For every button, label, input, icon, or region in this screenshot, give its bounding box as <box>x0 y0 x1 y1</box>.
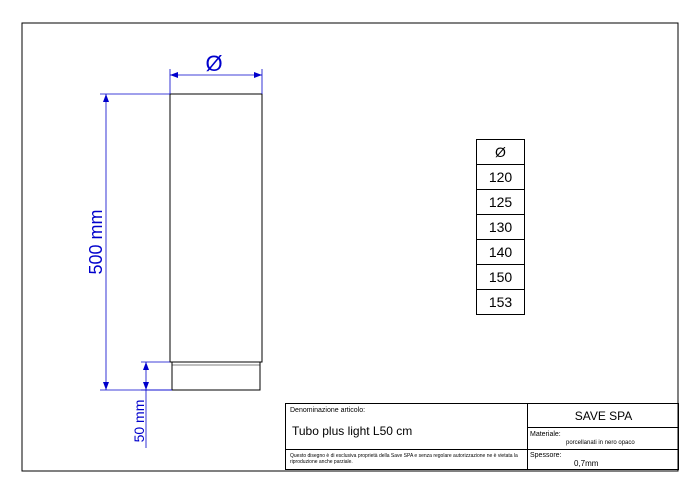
thickness-cell: Spessore: 0,7mm <box>528 450 679 470</box>
diameter-dimension: Ø <box>169 51 263 94</box>
collar-dimension: 50 mm <box>131 361 172 448</box>
collar-dimension-label: 50 mm <box>131 400 147 443</box>
company-cell: SAVE SPA <box>528 404 679 428</box>
company-name: SAVE SPA <box>574 409 633 423</box>
drawing-frame <box>21 22 679 472</box>
notice-cell: Questo disegno è di esclusiva proprietà … <box>286 450 528 470</box>
length-dimension: 500 mm <box>86 93 172 391</box>
denomination-label: Denominazione articolo: <box>290 407 366 414</box>
diameter-value: 153 <box>476 289 525 315</box>
diameter-table-header: Ø <box>476 139 525 165</box>
pipe-body <box>169 93 263 363</box>
diameter-value: 125 <box>476 189 525 215</box>
thickness-value: 0,7mm <box>574 459 599 468</box>
diameter-table: Ø 120 125 130 140 150 153 <box>476 139 525 315</box>
diameter-value: 130 <box>476 214 525 240</box>
article-name: Tubo plus light L50 cm <box>292 424 413 438</box>
title-block: Denominazione articolo: Tubo plus light … <box>285 403 679 470</box>
material-value: porcellanati in nero opaco <box>566 440 635 446</box>
pipe-collar <box>171 361 261 391</box>
length-dimension-label: 500 mm <box>86 209 106 274</box>
ownership-notice: Questo disegno è di esclusiva proprietà … <box>290 453 518 465</box>
material-label: Materiale: <box>530 431 561 438</box>
thickness-label: Spessore: <box>530 452 562 459</box>
diameter-value: 140 <box>476 239 525 265</box>
diameter-value: 150 <box>476 264 525 290</box>
diameter-dimension-label: Ø <box>205 51 222 76</box>
article-cell: Denominazione articolo: Tubo plus light … <box>286 404 528 450</box>
material-cell: Materiale: porcellanati in nero opaco <box>528 428 679 450</box>
diameter-value: 120 <box>476 164 525 190</box>
